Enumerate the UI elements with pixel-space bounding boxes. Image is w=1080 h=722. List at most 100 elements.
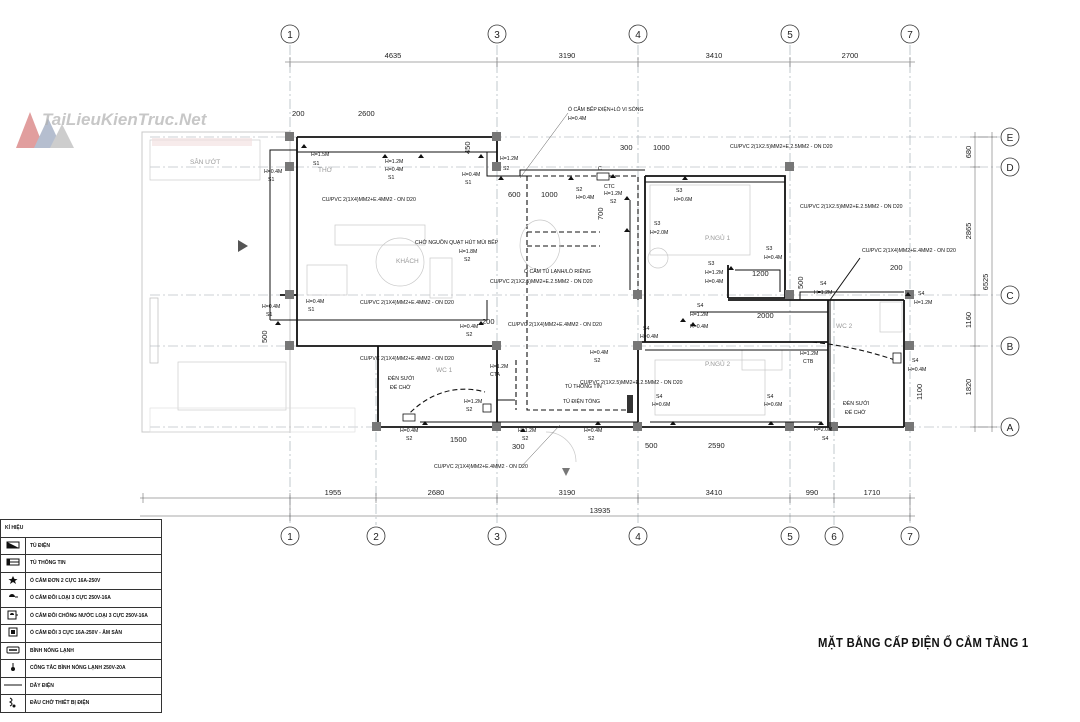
label-h12-k: H=1.2M (518, 428, 536, 434)
legend-row: Ổ CẮM ĐÔI LOẠI 3 CỰC 250V-16A (0, 589, 162, 608)
legend-label: Ổ CẮM ĐÔI CHỐNG NƯỚC LOẠI 3 CỰC 250V-16A (25, 606, 162, 625)
dimension-top: 4635 3190 3410 2700 (285, 51, 915, 67)
label-s3-d: S3 (708, 261, 714, 267)
label-cu2-c: CU/PVC 2(1X2.5)MM2+E.2.5MM2 - ON D20 (490, 279, 593, 285)
label-s4-b: S4 (820, 281, 826, 287)
label-de-cho-a: ĐỂ CHỜ (390, 384, 411, 391)
axis-bottom-1: 1 (287, 532, 293, 543)
label-s4-e: S4 (912, 358, 918, 364)
room-wc2: WC 2 (836, 323, 853, 330)
label-s2-c: S2 (610, 199, 616, 205)
legend-table: KÍ HIỆU TỦ ĐIỆN TỦ THÔNG TIN Ổ CẮM ĐƠN 2… (0, 519, 162, 713)
legend-label: CÔNG TẮC BÌNH NÓNG LẠNH 250V-20A (25, 659, 162, 678)
dim-1000-a: 1000 (653, 143, 670, 152)
water-heater-icon (0, 641, 26, 660)
axis-top-7: 7 (907, 30, 913, 41)
label-h04-f: H=0.4M (705, 279, 723, 285)
legend-row: BÌNH NÓNG LẠNH (0, 641, 162, 660)
room-ngu2: P.NGỦ 2 (705, 359, 731, 368)
dim-top-1: 4635 (385, 51, 402, 60)
legend-row: Ổ CẮM ĐƠN 2 CỰC 16A-250V (0, 571, 162, 590)
legend-row: ĐẦU CHỜ THIẾT BỊ ĐIỆN (0, 694, 162, 713)
axis-right-c: C (1006, 291, 1013, 302)
label-s4-g: S4 (767, 394, 773, 400)
room-san-uot: SÂN ƯỚT (190, 157, 220, 166)
socket-floor-icon (0, 624, 26, 643)
dim-500-b: 500 (260, 330, 269, 343)
label-h20-b: H=2.0M (814, 427, 832, 433)
dim-1000-b: 1000 (541, 190, 558, 199)
label-h12-j: H=1.2M (464, 399, 482, 405)
dim-1100: 1100 (915, 384, 924, 400)
dim-300-a: 300 (620, 143, 633, 152)
socket-double-icon (0, 589, 26, 608)
watermark-text: TaiLieuKienTruc.Net (42, 110, 207, 129)
label-s4-f: S4 (656, 394, 662, 400)
legend-row: CÔNG TẮC BÌNH NÓNG LẠNH 250V-20A (0, 659, 162, 678)
label-s1-e: S1 (266, 312, 272, 318)
label-cu1-b: CU/PVC 2(1X4)MM2+E.4MM2 - ON D20 (360, 300, 454, 306)
legend-row: DÂY ĐIỆN (0, 676, 162, 695)
legend-label: Ổ CẮM ĐÔI 3 CỰC 16A-250V - ÂM SÀN (25, 624, 162, 643)
label-h04-a: H=0.4M (264, 169, 282, 175)
label-cho-nguon: CHỜ NGUỒN QUẠT HÚT MÙI BẾP (415, 239, 499, 246)
watermark-logo (16, 112, 74, 148)
axis-right-a: A (1007, 423, 1014, 434)
label-s1-a: S1 (313, 161, 319, 167)
dim-total: 13935 (590, 506, 611, 515)
label-h04-d: H=0.4M (576, 195, 594, 201)
label-bep-h: H=0.4M (568, 116, 586, 122)
dim-500-a: 500 (796, 276, 805, 289)
axis-bubbles-bottom: 1 2 3 4 5 6 7 (280, 526, 920, 546)
axis-bubbles-right: E D C B A (1000, 127, 1020, 437)
legend-row: Ổ CẮM ĐÔI 3 CỰC 16A-250V - ÂM SÀN (0, 624, 162, 643)
label-s4-a: S4 (697, 303, 703, 309)
axis-bottom-5: 5 (787, 532, 793, 543)
axis-top-1: 1 (287, 30, 293, 41)
label-s1-d: S1 (465, 180, 471, 186)
label-s2-i: S2 (522, 436, 528, 442)
dim-bottom-4: 3410 (706, 488, 723, 497)
page-title: MẶT BẰNG CẤP ĐIỆN Ổ CẮM TẦNG 1 (818, 636, 1029, 650)
label-cu2-b: CU/PVC 2(1X2.5)MM2+E.2.5MM2 - ON D20 (800, 204, 903, 210)
device-outlet-icon (0, 694, 26, 713)
label-cu1-d: CU/PVC 2(1X4)MM2+E.4MM2 - ON D20 (862, 248, 956, 254)
label-h12-g: H=1.2M (914, 300, 932, 306)
label-tu-thong-tin: TỦ THÔNG TIN (565, 383, 602, 390)
dimension-bottom: 1955 2680 3190 3410 990 1710 13935 (140, 488, 915, 521)
legend-label: BÌNH NÓNG LẠNH (25, 641, 162, 660)
label-h12-i: H=1.2M (490, 364, 508, 370)
dim-top-4: 2700 (842, 51, 859, 60)
dim-450: 450 (463, 141, 472, 154)
dim-top-3: 3410 (706, 51, 723, 60)
label-h04-m: H=0.4M (908, 367, 926, 373)
label-den-suoi-a: ĐÈN SƯỞI (388, 375, 414, 382)
dim-bottom-5: 990 (806, 488, 819, 497)
label-den-suoi-b: ĐÈN SƯỞI (843, 400, 869, 407)
label-o-cam-bep: Ổ CẮM BẾP ĐIỆN+LÒ VI SÓNG (568, 105, 644, 113)
label-h04-o: H=0.4M (584, 428, 602, 434)
dim-1500: 1500 (450, 435, 467, 444)
axis-right-e: E (1007, 133, 1014, 144)
label-s2-b: S2 (576, 187, 582, 193)
axis-top-5: 5 (787, 30, 793, 41)
label-cu1-f: CU/PVC 2(1X4)MM2+E.4MM2 - ON D20 (434, 464, 528, 470)
label-s1-f: S1 (308, 307, 314, 313)
label-s2-a: S2 (503, 166, 509, 172)
label-h12-b: H=1.2M (500, 156, 518, 162)
dim-600: 600 (508, 190, 521, 199)
legend-label: ĐẦU CHỜ THIẾT BỊ ĐIỆN (25, 694, 162, 713)
label-h12-e: H=1.2M (690, 312, 708, 318)
label-h04-c: H=0.4M (462, 172, 480, 178)
socket-symbols (275, 144, 911, 432)
label-h04-l: H=0.4M (590, 350, 608, 356)
legend-label: Ổ CẮM ĐÔI LOẠI 3 CỰC 250V-16A (25, 589, 162, 608)
legend-row: Ổ CẮM ĐÔI CHỐNG NƯỚC LOẠI 3 CỰC 250V-16A (0, 606, 162, 625)
label-cu2-a: CU/PVC 2(1X2.5)MM2+E.2.5MM2 - ON D20 (730, 144, 833, 150)
label-cu1-e: CU/PVC 2(1X4)MM2+E.4MM2 - ON D20 (360, 356, 454, 362)
dimension-right: 680 2865 1160 1820 6525 (964, 132, 997, 432)
label-s1-b: S1 (268, 177, 274, 183)
label-s3-b: S3 (654, 221, 660, 227)
label-s3-c: S3 (766, 246, 772, 252)
